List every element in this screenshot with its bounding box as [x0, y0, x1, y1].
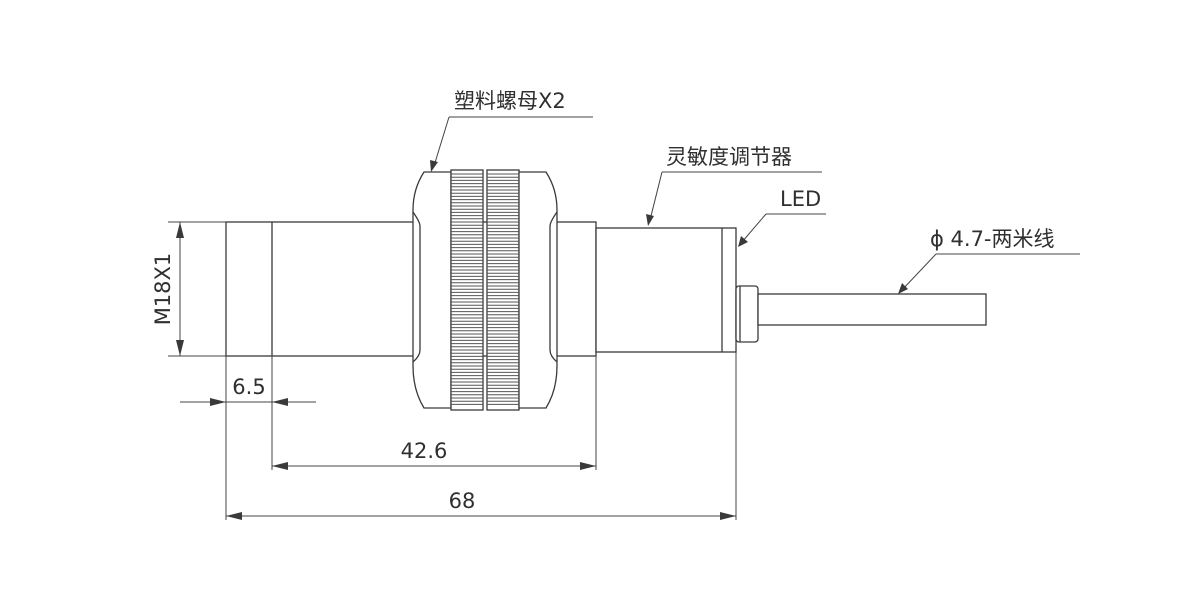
leader-sensitivity	[646, 171, 822, 226]
leader-nut	[430, 116, 593, 172]
dim-thread-value: M18X1	[151, 253, 175, 326]
nut-knurling-right	[487, 173, 519, 405]
nut-knurling-left	[451, 173, 483, 405]
dimension-total	[226, 512, 736, 520]
plastic-nut-right	[486, 169, 558, 411]
dim-total-value: 68	[449, 489, 476, 513]
dimension-front	[180, 398, 316, 406]
label-cable: ϕ 4.7-两米线	[930, 227, 1055, 251]
sensor-body	[225, 221, 987, 357]
dim-body-value: 42.6	[401, 439, 448, 463]
leader-cable	[898, 253, 1080, 294]
leader-led	[738, 213, 826, 247]
label-plastic-nut: 塑料螺母X2	[454, 89, 566, 113]
dimension-body	[272, 462, 596, 470]
dimension-thread	[168, 221, 226, 357]
dimension-extension-lines	[225, 352, 737, 520]
plastic-nut-left	[412, 169, 484, 411]
label-sensitivity-adjuster: 灵敏度调节器	[666, 145, 792, 169]
label-led: LED	[780, 187, 821, 211]
dim-front-value: 6.5	[232, 375, 265, 399]
